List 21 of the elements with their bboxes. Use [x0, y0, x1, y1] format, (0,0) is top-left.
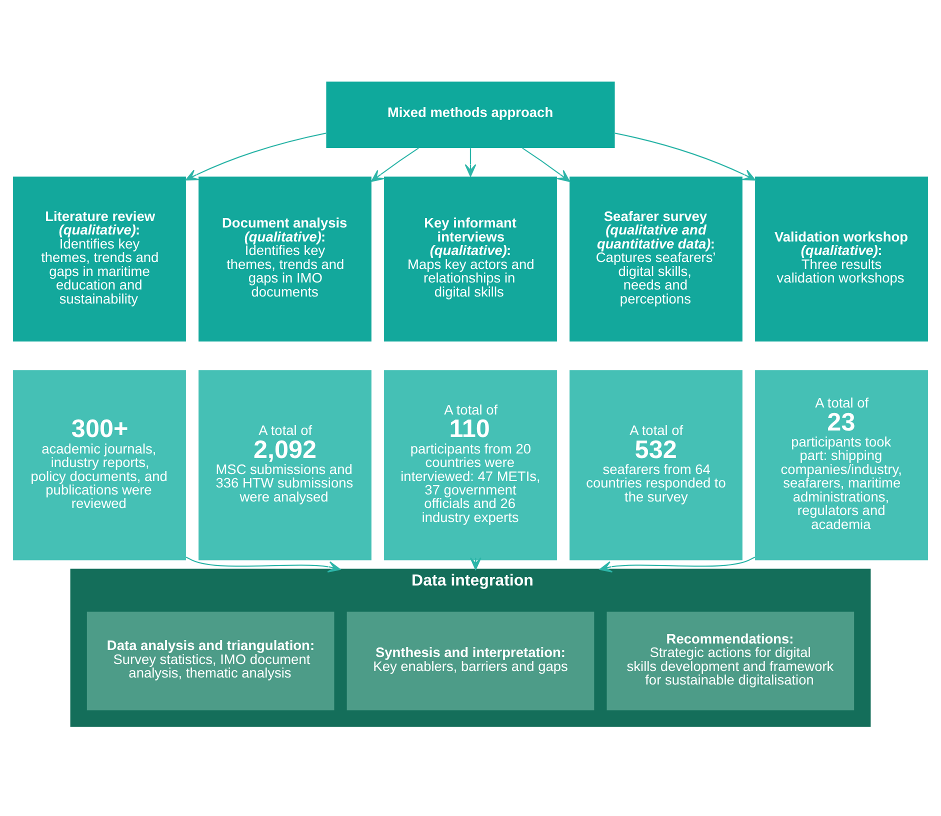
node-box: Literature review (qualitative): Identifies key themes, trends and gaps in maritime education and sustainability	[13, 176, 186, 342]
node-box: A total of 2,092 MSC submissions and 336 HTW submissions were analysed	[198, 370, 372, 560]
arrow	[185, 132, 326, 180]
arrow	[614, 132, 756, 180]
node-box: A total of 23 participants took part: shipping companies/industry, seafarers, maritime administrations, regulators and academia	[755, 370, 928, 560]
node-box: Seafarer survey (qualitative and quantitative data): Captures seafarers’ digital skills, needs and perceptions	[570, 176, 742, 342]
arrow	[522, 147, 570, 182]
arrow	[464, 148, 476, 176]
node-box: Document analysis (qualitative): Identifies key themes, trends and gaps in IMO documents	[198, 176, 372, 342]
node-box: Mixed methods approach	[326, 81, 615, 148]
node-box: 300+ academic journals, industry reports, policy documents, and publications were reviewed	[13, 370, 186, 560]
node-box: Synthesis and interpretation: Key enablers, barriers and gaps	[346, 611, 594, 710]
node-box: Data analysis and triangulation: Survey statistics, IMO document analysis, thematic analysis	[86, 611, 334, 710]
node-box: A total of 532 seafarers from 64 countries responded to the survey	[570, 370, 742, 560]
arrow	[599, 556, 756, 572]
arrow	[186, 556, 341, 572]
node-box: Validation workshop (qualitative): Three results validation workshops	[755, 176, 928, 342]
node-box: Recommendations: Strategic actions for digital skills development and framework for sustainable digitalisation	[606, 611, 854, 710]
arrow	[371, 147, 419, 182]
arrow	[470, 556, 482, 570]
node-box: Key informant interviews (qualitative): Maps key actors and relationships in digital skills	[384, 176, 557, 342]
